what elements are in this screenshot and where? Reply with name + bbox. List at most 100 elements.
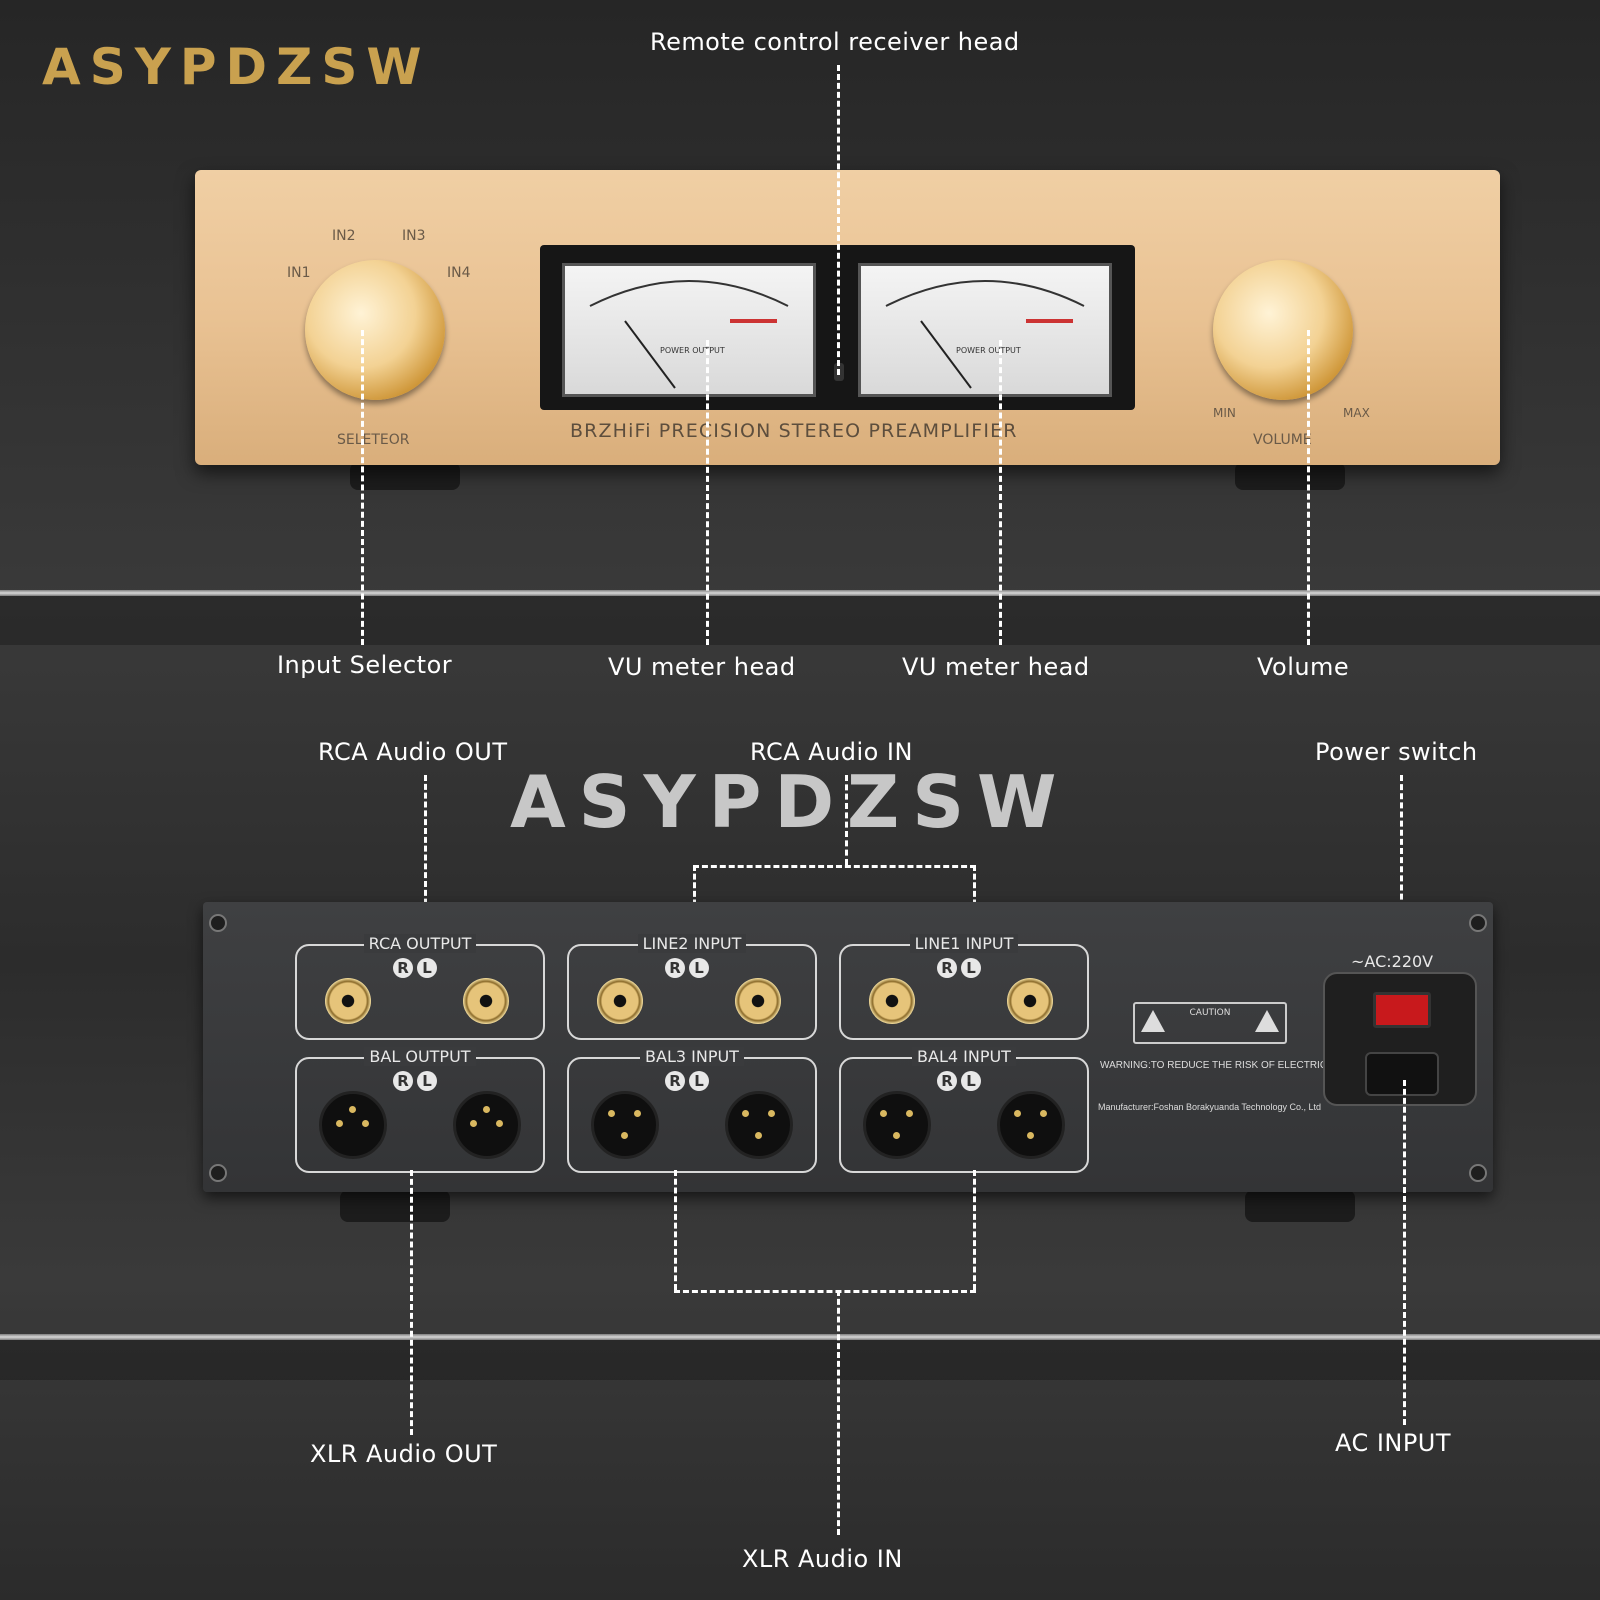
ac-voltage-label: ~AC:220V <box>1351 952 1434 971</box>
r-badge: R <box>937 1071 957 1091</box>
leader-xlr-in-left <box>674 1170 677 1290</box>
xlr-out-l-jack[interactable] <box>453 1091 521 1159</box>
input-label-in1: IN1 <box>287 265 311 281</box>
l-badge: L <box>417 1071 437 1091</box>
caution-text: CAUTION <box>1189 1008 1231 1018</box>
bal3-l-jack[interactable] <box>725 1091 793 1159</box>
leader-rca-out <box>424 775 427 940</box>
input-label-in4: IN4 <box>447 265 471 281</box>
callout-ac-input: AC INPUT <box>1335 1429 1451 1457</box>
l-badge: L <box>689 958 709 978</box>
power-switch[interactable] <box>1373 992 1431 1028</box>
rca-out-l-jack[interactable] <box>463 978 509 1024</box>
caution-label: CAUTION <box>1133 1002 1287 1044</box>
volume-label: VOLUME <box>1253 432 1312 448</box>
warning-triangle-icon <box>1141 1010 1165 1032</box>
callout-power-switch: Power switch <box>1315 738 1478 766</box>
bal3-r-jack[interactable] <box>591 1091 659 1159</box>
callout-xlr-out: XLR Audio OUT <box>310 1440 498 1468</box>
r-badge: R <box>665 1071 685 1091</box>
group-line2-input-title: LINE2 INPUT <box>637 934 747 953</box>
callout-rca-in: RCA Audio IN <box>750 738 913 766</box>
rear-foot-left <box>340 1190 450 1222</box>
l-badge: L <box>689 1071 709 1091</box>
leader-xlr-in-bar <box>674 1290 976 1293</box>
bal4-r-jack[interactable] <box>863 1091 931 1159</box>
line1-l-jack[interactable] <box>1007 978 1053 1024</box>
screw-bottom-left <box>209 1164 227 1182</box>
callout-vu-meter-1: VU meter head <box>608 653 796 681</box>
r-badge: R <box>665 958 685 978</box>
vu-meter-right: POWER OUTPUT <box>858 263 1112 397</box>
callout-volume: Volume <box>1257 653 1350 681</box>
group-bal-output-title: BAL OUTPUT <box>364 1047 476 1066</box>
volume-knob[interactable] <box>1213 260 1353 400</box>
front-foot-right <box>1235 462 1345 490</box>
leader-volume <box>1307 330 1310 645</box>
volume-max-label: MAX <box>1343 406 1370 420</box>
leader-xlr-out <box>410 1170 413 1435</box>
ac-input-socket[interactable] <box>1365 1052 1439 1096</box>
leader-xlr-in-stem <box>837 1290 840 1535</box>
shelf-line-bottom <box>0 1334 1600 1340</box>
callout-remote-receiver: Remote control receiver head <box>650 28 1020 56</box>
shelf-line-top <box>0 590 1600 596</box>
group-bal3-input-title: BAL3 INPUT <box>640 1047 744 1066</box>
leader-remote-receiver <box>837 65 840 375</box>
input-label-in3: IN3 <box>402 228 426 244</box>
leader-vu-meter-1 <box>706 340 709 645</box>
brand-logo: ASYPDZSW <box>42 38 431 96</box>
screw-bottom-right <box>1469 1164 1487 1182</box>
brand-watermark: ASYPDZSW <box>510 760 1070 844</box>
warning-text: WARNING:TO REDUCE THE RISK OF ELECTRIC S… <box>1100 1060 1366 1071</box>
shelf-band-bottom <box>0 1340 1600 1380</box>
l-badge: L <box>961 958 981 978</box>
vu-meter-right-caption: POWER OUTPUT <box>956 346 1021 355</box>
rca-out-r-jack[interactable] <box>325 978 371 1024</box>
callout-xlr-in: XLR Audio IN <box>742 1545 903 1573</box>
vu-meter-left-caption: POWER OUTPUT <box>660 346 725 355</box>
vu-meter-left: POWER OUTPUT <box>562 263 816 397</box>
warning-triangle-icon <box>1255 1010 1279 1032</box>
callout-vu-meter-2: VU meter head <box>902 653 1090 681</box>
callout-rca-out: RCA Audio OUT <box>318 738 508 766</box>
line2-r-jack[interactable] <box>597 978 643 1024</box>
volume-min-label: MIN <box>1213 406 1236 420</box>
l-badge: L <box>961 1071 981 1091</box>
ac-inlet-plate <box>1323 972 1477 1106</box>
input-label-in2: IN2 <box>332 228 356 244</box>
vu-meter-left-dial <box>589 280 789 389</box>
r-badge: R <box>393 1071 413 1091</box>
callout-input-selector: Input Selector <box>277 651 453 679</box>
r-badge: R <box>393 958 413 978</box>
leader-xlr-in-right <box>973 1170 976 1290</box>
input-selector-knob[interactable] <box>305 260 445 400</box>
leader-ac-input <box>1403 1080 1406 1425</box>
l-badge: L <box>417 958 437 978</box>
bal4-l-jack[interactable] <box>997 1091 1065 1159</box>
group-line1-input-title: LINE1 INPUT <box>909 934 1019 953</box>
group-rca-output-title: RCA OUTPUT <box>363 934 477 953</box>
line1-r-jack[interactable] <box>869 978 915 1024</box>
xlr-out-r-jack[interactable] <box>319 1091 387 1159</box>
leader-power-switch <box>1400 775 1403 1000</box>
selector-label: SELETEOR <box>337 432 410 448</box>
group-bal4-input-title: BAL4 INPUT <box>912 1047 1016 1066</box>
manufacturer-text: Manufacturer:Foshan Borakyuanda Technolo… <box>1098 1102 1321 1112</box>
leader-rca-in-bar <box>693 865 976 868</box>
line2-l-jack[interactable] <box>735 978 781 1024</box>
screw-top-right <box>1469 914 1487 932</box>
